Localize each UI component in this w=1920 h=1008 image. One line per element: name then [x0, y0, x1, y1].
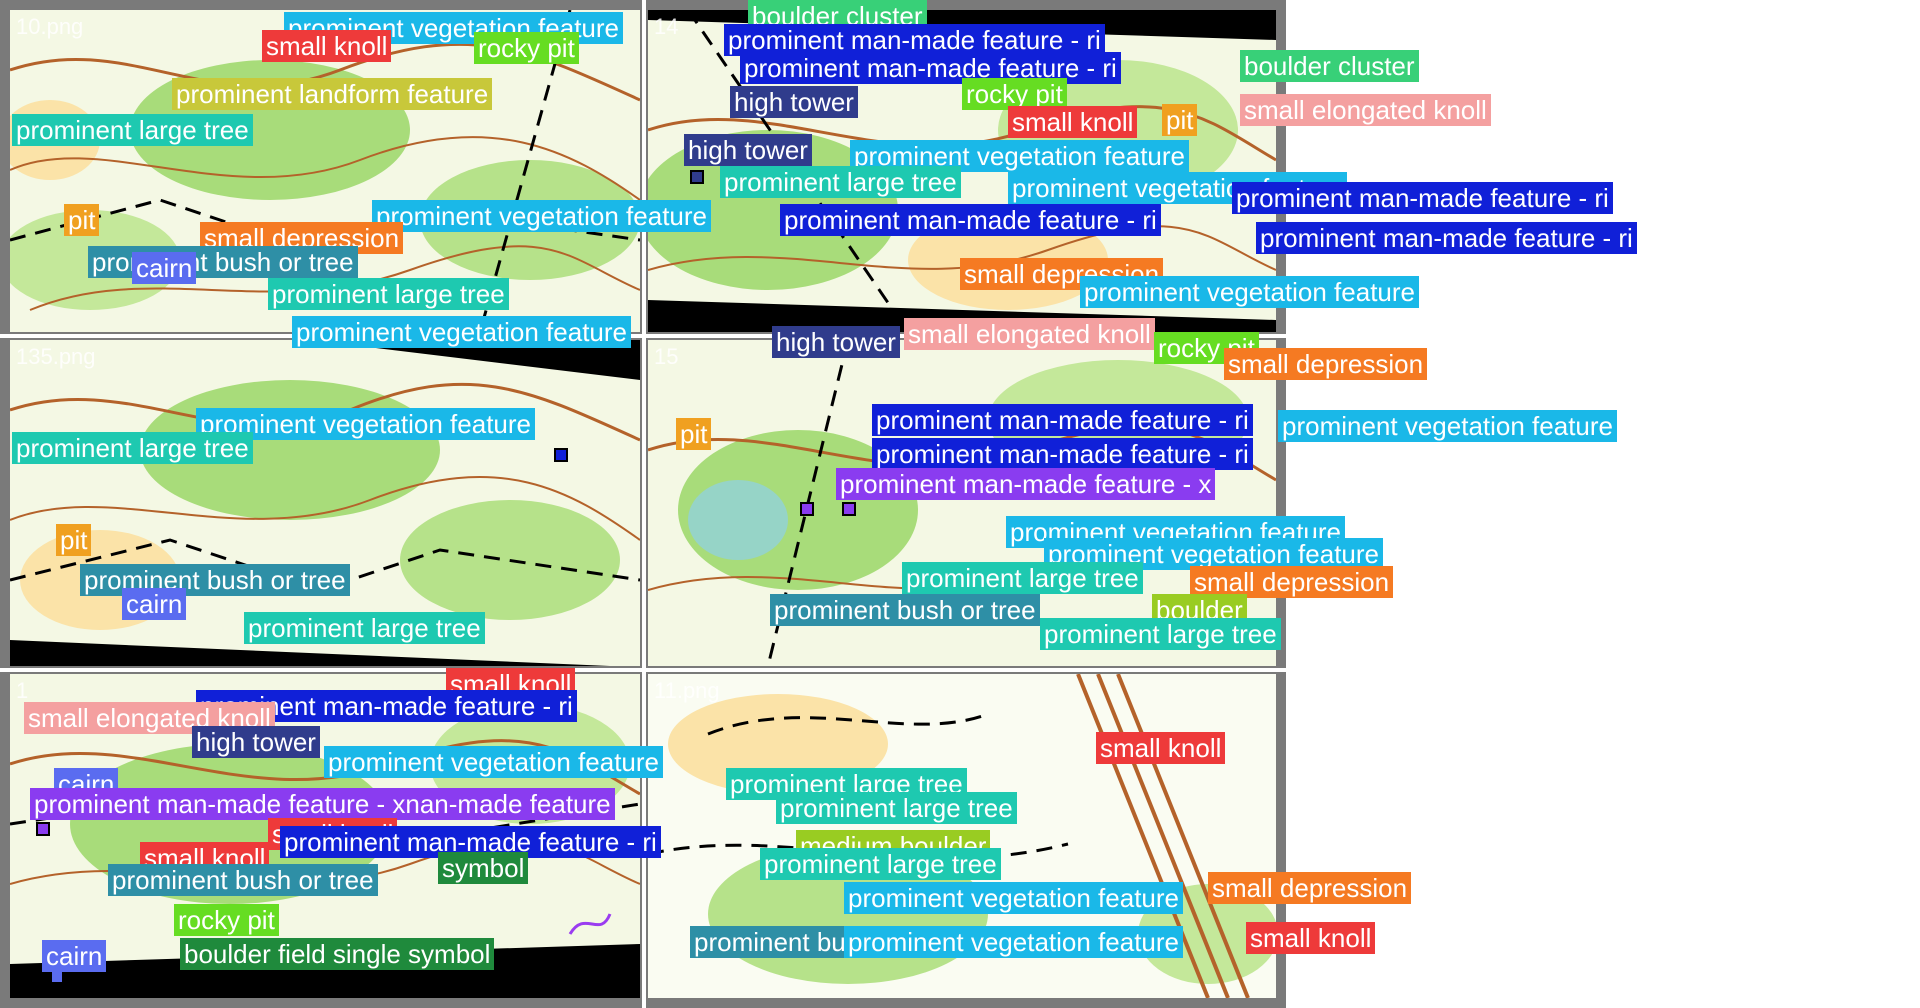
- annotation-label: prominent large tree: [1040, 618, 1281, 650]
- annotation-label: prominent large tree: [760, 848, 1001, 880]
- annotation-label: prominent vegetation feature: [372, 200, 711, 232]
- annotation-label: high tower: [772, 326, 900, 358]
- tile-filename: 10.png: [16, 14, 84, 39]
- annotation-label: prominent vegetation feature: [844, 926, 1183, 958]
- annotation-label: small depression: [1224, 348, 1428, 380]
- tile-filename: 15: [654, 344, 679, 369]
- annotation-label: prominent large tree: [12, 432, 253, 464]
- annotation-label: cairn: [122, 588, 187, 620]
- annotation-label: small elongated knoll: [904, 318, 1155, 350]
- annotation-label: rocky pit: [474, 32, 579, 64]
- annotation-label: prominent bush or tree: [80, 564, 350, 596]
- annotation-label: prominent large tree: [12, 114, 253, 146]
- annotation-label: prominent bush or tree: [690, 926, 960, 958]
- annotation-label: cairn: [132, 252, 197, 284]
- feature-marker: [50, 970, 64, 984]
- annotation-label: high tower: [684, 134, 812, 166]
- annotation-label: small knoll: [262, 30, 392, 62]
- annotation-label: high tower: [730, 86, 858, 118]
- annotation-label: pit: [676, 418, 712, 450]
- annotation-label: prominent bush or tree: [108, 864, 378, 896]
- annotation-label: prominent vegetation feature: [1080, 276, 1419, 308]
- annotation-label: pit: [64, 204, 100, 236]
- annotation-label: prominent man-made feature - xnan-made f…: [30, 788, 615, 820]
- annotation-label: prominent landform feature: [172, 78, 493, 110]
- annotation-label: small knoll: [1008, 106, 1138, 138]
- annotation-label: prominent man-made feature - ri: [780, 204, 1161, 236]
- tile-filename: 135.png: [16, 344, 96, 369]
- annotation-label: prominent large tree: [720, 166, 961, 198]
- annotation-label: prominent bush or tree: [88, 246, 358, 278]
- annotation-label: high tower: [192, 726, 320, 758]
- annotation-label: rocky pit: [962, 78, 1067, 110]
- annotation-label: prominent vegetation feature: [844, 882, 1183, 914]
- annotation-label: pit: [56, 524, 92, 556]
- annotation-label: symbol: [438, 852, 529, 884]
- feature-marker: [842, 502, 856, 516]
- annotation-label: small depression: [1190, 566, 1394, 598]
- annotation-label: prominent large tree: [902, 562, 1143, 594]
- map-tile-middle-left: 135.png: [10, 340, 640, 666]
- annotation-label: pit: [1162, 104, 1198, 136]
- tile-filename: 11.png: [654, 678, 720, 703]
- tile-filename: 1: [16, 678, 29, 703]
- grid-divider: [0, 668, 1286, 672]
- annotation-label: prominent large tree: [776, 792, 1017, 824]
- annotation-label: small depression: [1208, 872, 1412, 904]
- annotation-label: prominent bush or tree: [770, 594, 1040, 626]
- annotation-label: prominent man-made feature - ri: [1232, 182, 1613, 214]
- annotation-label: prominent man-made feature - ri: [872, 404, 1253, 436]
- annotation-label: prominent large tree: [268, 278, 509, 310]
- annotation-label: small elongated knoll: [1240, 94, 1491, 126]
- tile-filename: 14: [654, 14, 679, 39]
- annotation-label: rocky pit: [174, 904, 279, 936]
- annotation-label: prominent vegetation feature: [324, 746, 663, 778]
- annotation-label: prominent man-made feature - ri: [1256, 222, 1637, 254]
- annotation-label: prominent vegetation feature: [1278, 410, 1617, 442]
- annotation-label: cairn: [42, 940, 107, 972]
- annotation-label: prominent vegetation feature: [292, 316, 631, 348]
- annotation-label: prominent man-made feature - ri: [872, 438, 1253, 470]
- annotation-label: prominent vegetation feature: [1044, 538, 1383, 570]
- grid-divider: [0, 334, 1286, 338]
- annotation-label: boulder cluster: [1240, 50, 1419, 82]
- annotation-label: prominent man-made feature - ri: [724, 24, 1105, 56]
- annotation-label: prominent large tree: [244, 612, 485, 644]
- orienteering-map: [10, 340, 640, 666]
- annotation-label: small elongated knoll: [24, 702, 275, 734]
- grid-divider: [642, 0, 646, 1008]
- annotation-label: boulder field single symbol: [180, 938, 495, 970]
- feature-marker: [554, 448, 568, 462]
- feature-marker: [800, 502, 814, 516]
- annotation-label: prominent man-made feature - x: [836, 468, 1216, 500]
- annotation-label: small knoll: [1096, 732, 1226, 764]
- annotation-label: small knoll: [1246, 922, 1376, 954]
- feature-marker: [36, 822, 50, 836]
- feature-marker: [690, 170, 704, 184]
